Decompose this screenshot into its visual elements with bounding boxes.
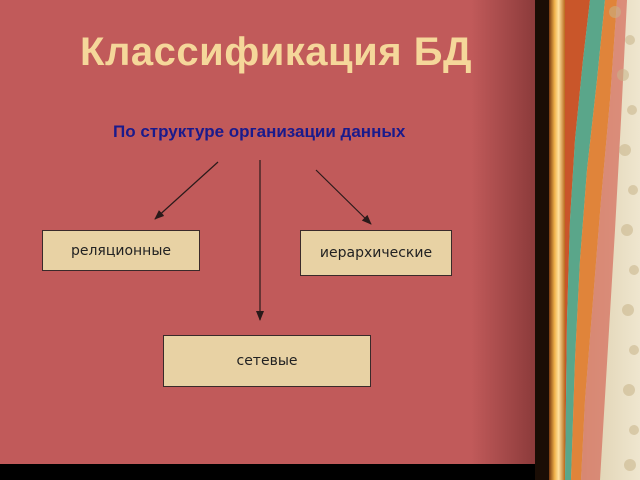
- slide-title: Классификация БД: [80, 30, 472, 74]
- node-relational: реляционные: [42, 230, 200, 271]
- node-hierarchical: иерархические: [300, 230, 452, 276]
- slide-subtitle: По структуре организации данных: [113, 122, 406, 141]
- bottom-border: [0, 464, 535, 480]
- decorative-border: [535, 0, 640, 480]
- node-network: сетевые: [163, 335, 371, 387]
